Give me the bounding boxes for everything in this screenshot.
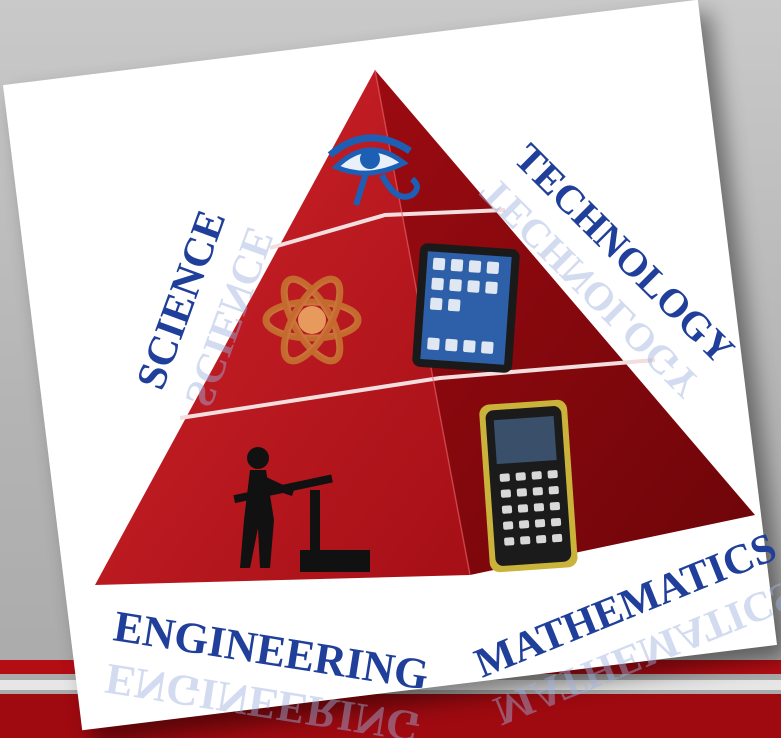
engineer-at-drafting-table-icon [233,447,370,572]
atom-icon [262,275,362,365]
tablet-icon [412,243,520,373]
tier-divider-bottom [179,358,656,420]
pyramid-left-face [95,70,470,585]
graphing-calculator-icon [479,399,578,573]
tier-divider-top [269,208,506,250]
eye-of-horus-icon [327,134,420,206]
pyramid-right-face [375,70,755,575]
